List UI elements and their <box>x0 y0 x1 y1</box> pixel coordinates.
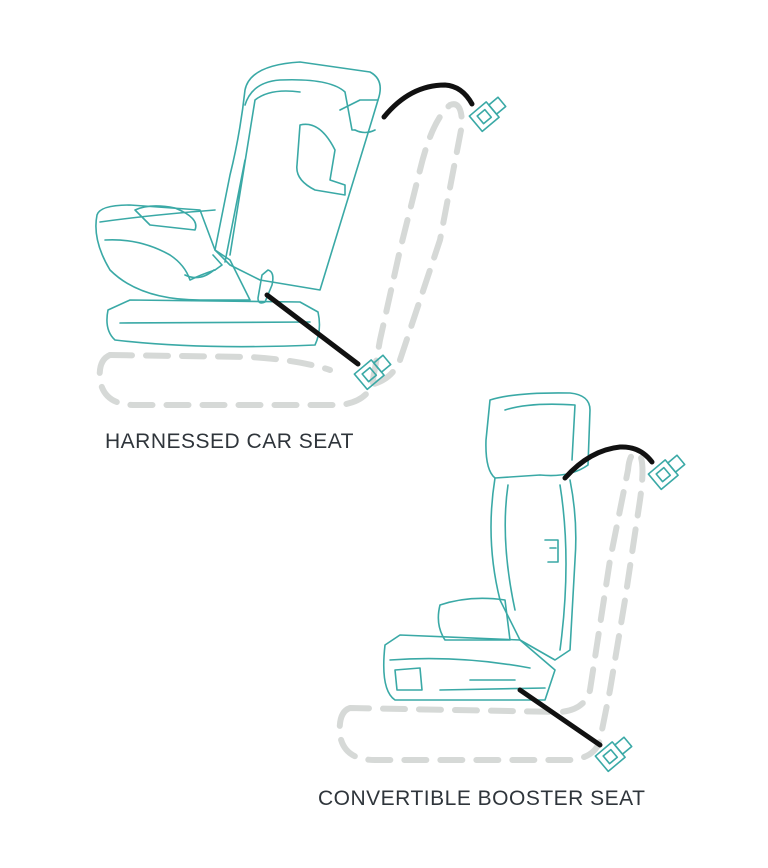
belt-buckle-icon <box>594 736 633 773</box>
vehicle-seat-outline-1 <box>96 101 466 408</box>
convertible-booster-seat-label: CONVERTIBLE BOOSTER SEAT <box>318 787 646 810</box>
belt-lower-2 <box>517 687 603 748</box>
harnessed-car-seat-label: HARNESSED CAR SEAT <box>105 430 354 453</box>
vehicle-seat-outline-2 <box>336 450 646 763</box>
belt-buckle-icon <box>468 96 507 133</box>
belt-buckle-icon <box>353 354 392 391</box>
belt-top-2 <box>562 444 655 481</box>
belt-buckle-icon <box>647 454 686 491</box>
belt-top-1 <box>381 82 475 120</box>
harnessed-car-seat <box>95 61 381 348</box>
convertible-booster-seat <box>382 392 591 701</box>
belt-lower-1 <box>264 292 361 367</box>
